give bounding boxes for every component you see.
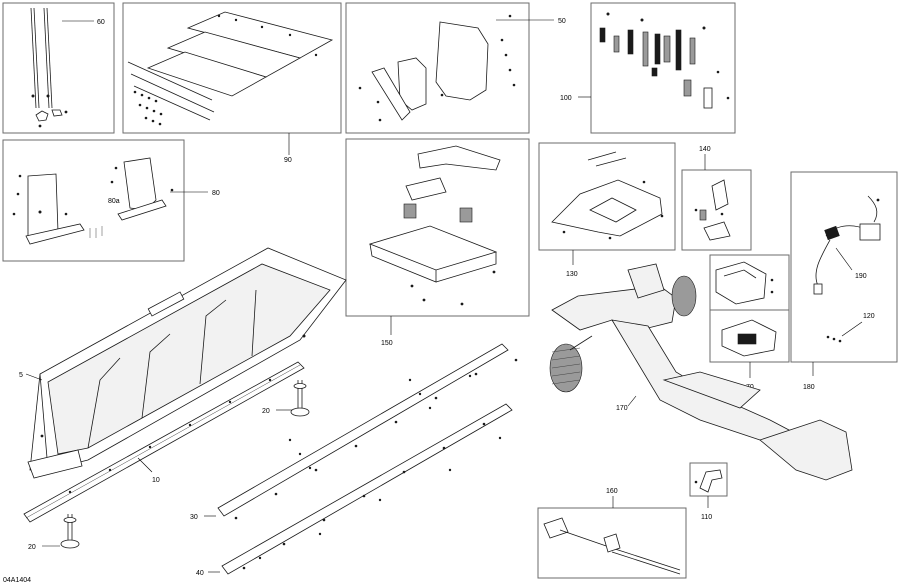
group-20-skid-upper: 20 xyxy=(262,380,310,417)
callout-150: 150 xyxy=(381,340,393,347)
group-60-lift-rods: 60 xyxy=(2,2,115,134)
callout-180: 180 xyxy=(803,384,815,391)
callout-20-upper: 20 xyxy=(262,408,270,415)
callout-190: 190 xyxy=(855,273,867,280)
callout-170: 170 xyxy=(616,405,628,412)
callout-80: 80 xyxy=(212,190,220,197)
group-120-bolts: 120 xyxy=(826,313,875,343)
callout-5: 5 xyxy=(19,372,23,379)
group-110-bracket: 110 xyxy=(689,462,728,521)
group-80-brackets: 80 80a xyxy=(2,139,220,262)
callout-100: 100 xyxy=(560,95,572,102)
callout-30: 30 xyxy=(190,514,198,521)
group-140-latch: 140 xyxy=(681,146,752,251)
callout-10: 10 xyxy=(152,477,160,484)
group-30-cutting-edge: 30 xyxy=(190,343,518,521)
group-100-hardware: 100 xyxy=(560,2,736,134)
group-160-pedal: 160 xyxy=(537,488,687,579)
group-150-mount-plate: 150 xyxy=(345,138,530,347)
callout-140: 140 xyxy=(699,146,711,153)
callout-60: 60 xyxy=(97,19,105,26)
group-40-rubber-flap: 40 xyxy=(196,403,513,577)
callout-20-lower: 20 xyxy=(28,544,36,551)
group-90-deflector: 90 xyxy=(122,2,342,164)
callout-50: 50 xyxy=(558,18,566,25)
group-10-wear-strip: 10 xyxy=(23,361,305,523)
group-170-main-frame: 170 xyxy=(549,263,853,481)
callout-120: 120 xyxy=(863,313,875,320)
group-180-electrical: 190 180 xyxy=(790,171,898,391)
callout-40: 40 xyxy=(196,570,204,577)
group-70-receiver: 70 xyxy=(709,254,790,391)
callout-160: 160 xyxy=(606,488,618,495)
group-50-side-plates: 50 xyxy=(345,2,566,134)
callout-80a: 80a xyxy=(108,198,120,205)
callout-90: 90 xyxy=(284,157,292,164)
callout-110: 110 xyxy=(701,514,712,521)
callout-130: 130 xyxy=(566,271,578,278)
group-20-skid-lower: 20 xyxy=(28,514,80,551)
group-5-blade: 5 xyxy=(19,247,347,479)
diagram-reference: 04A1404 xyxy=(3,577,31,584)
group-130-frame-cover: 130 xyxy=(538,142,676,278)
